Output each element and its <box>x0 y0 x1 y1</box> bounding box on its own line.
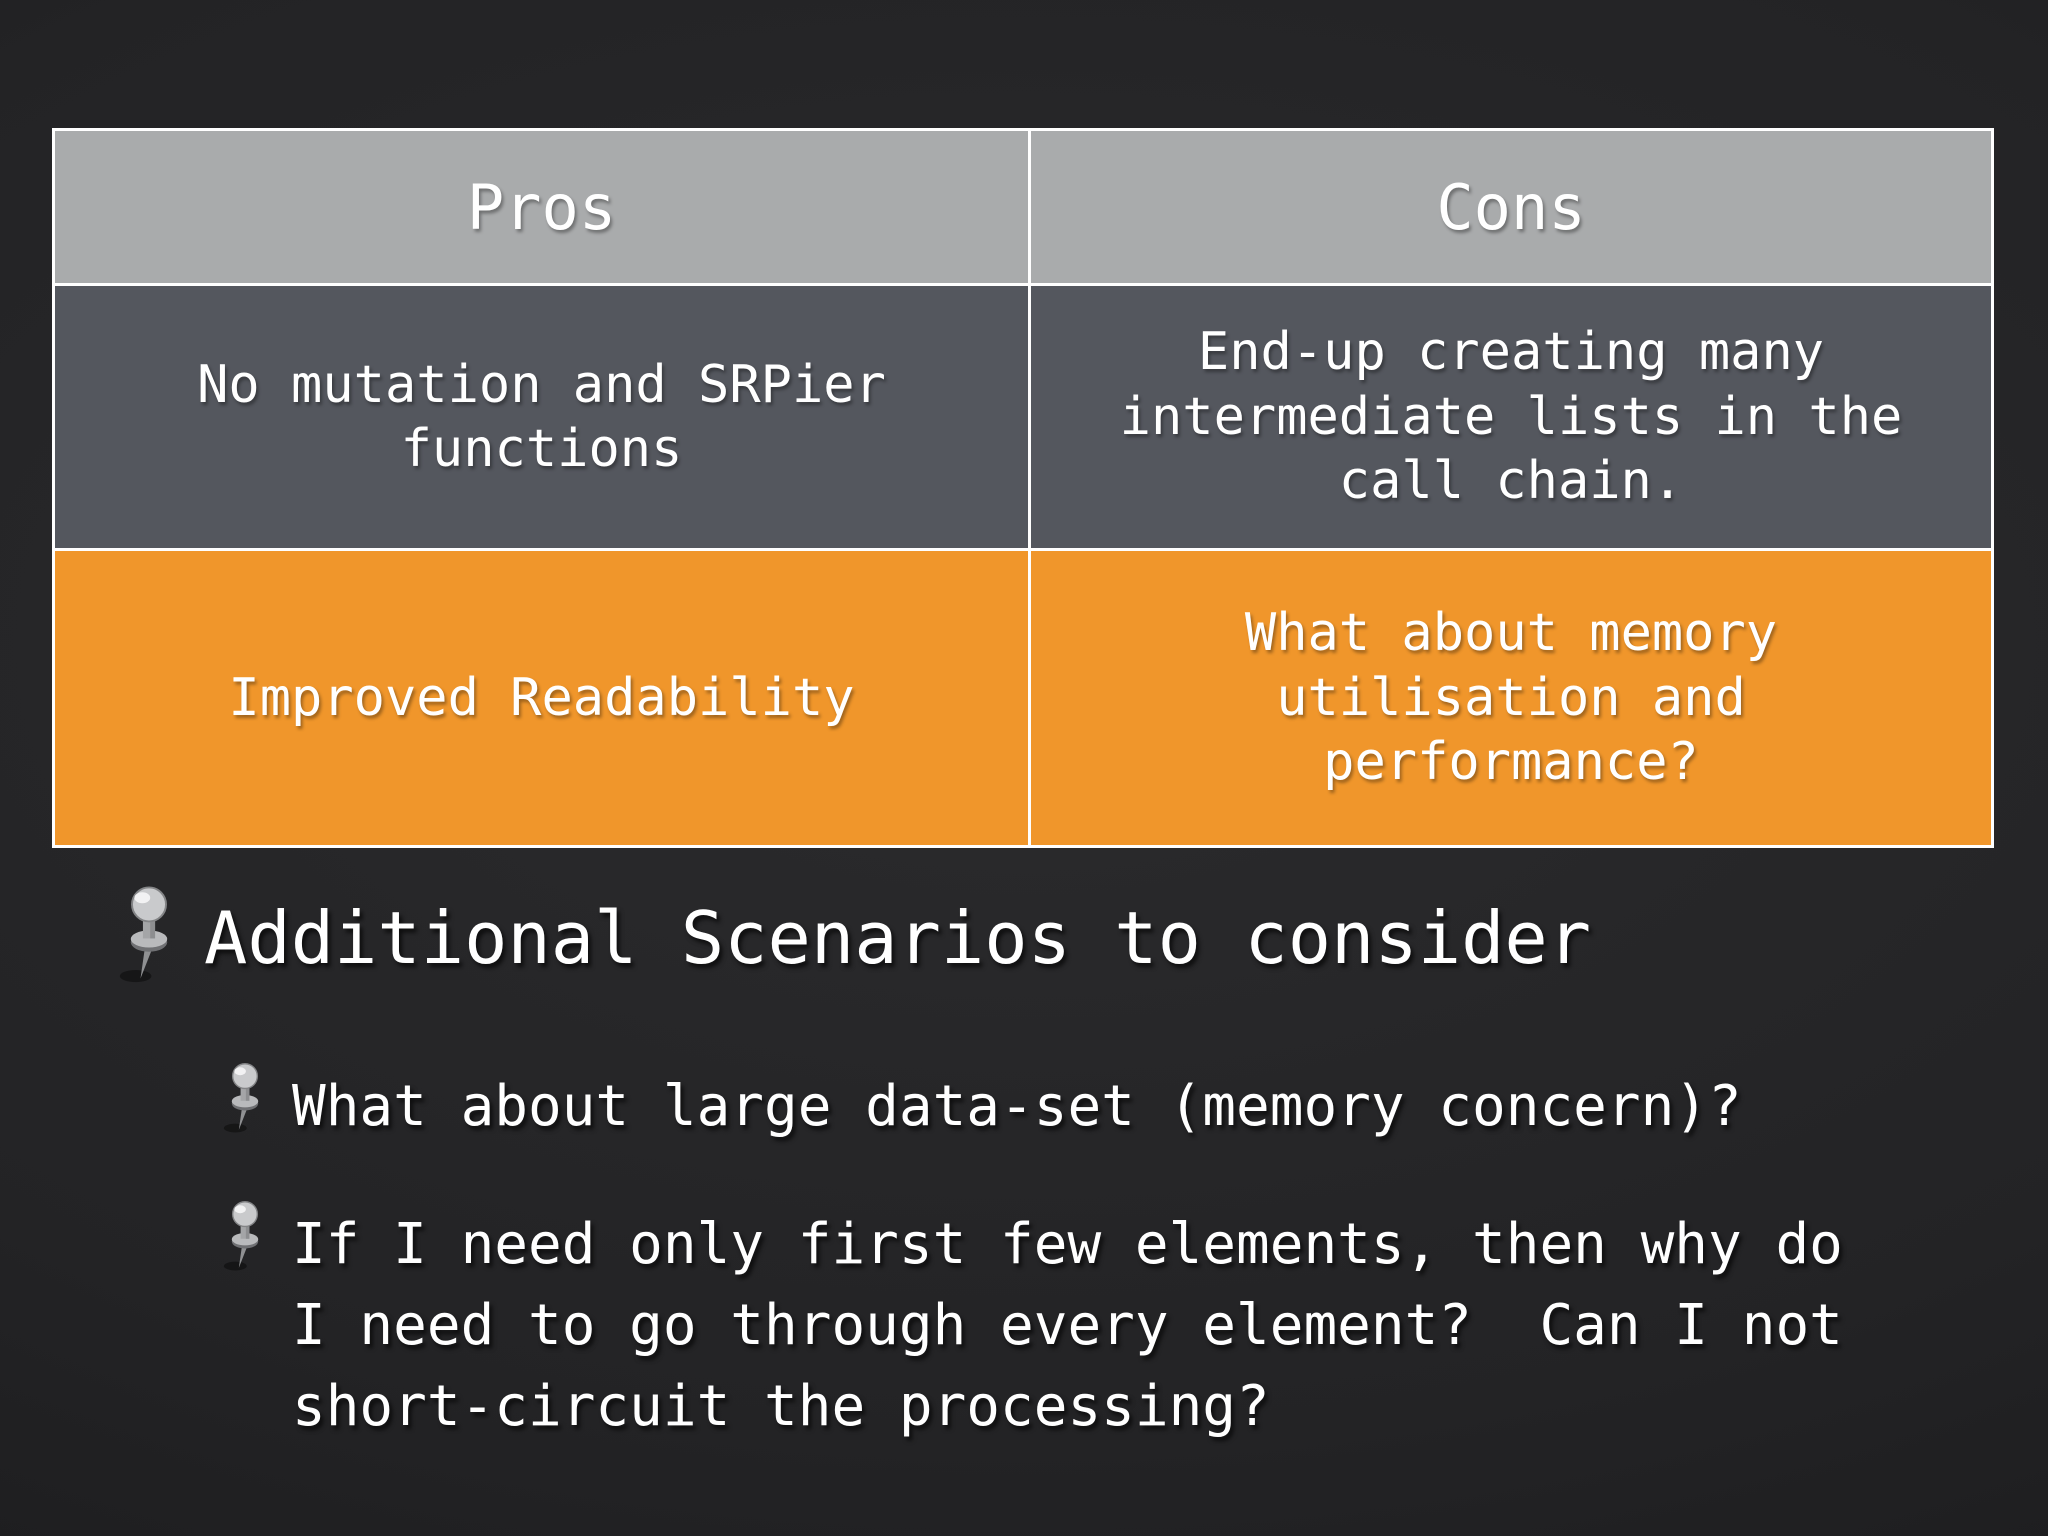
pros-cons-table: Pros Cons No mutation and SRPier functio… <box>52 128 1994 848</box>
table-header-pros-label: Pros <box>466 170 617 244</box>
table-cell-cons-row2-text: What about memory utilisation and perfor… <box>1244 603 1778 793</box>
table-cell-pros-row1: No mutation and SRPier functions <box>55 286 1028 548</box>
table-header-pros: Pros <box>55 131 1028 283</box>
table-header-cons-label: Cons <box>1436 170 1586 244</box>
pushpin-icon <box>119 886 168 983</box>
bullet-heading: Additional Scenarios to consider <box>112 885 1591 987</box>
table-cell-cons-row1: End-up creating many intermediate lists … <box>1031 286 1991 548</box>
bullet-item: If I need only first few elements, then … <box>218 1200 1843 1448</box>
pushpin-icon <box>223 1063 259 1133</box>
table-cell-cons-row2: What about memory utilisation and perfor… <box>1031 551 1991 845</box>
bullet-item-label: If I need only first few elements, then … <box>292 1212 1843 1440</box>
table-cell-pros-row2-text: Improved Readability <box>228 667 855 728</box>
pushpin-icon <box>223 1201 259 1271</box>
bullet-item-label: What about large data-set (memory concer… <box>292 1074 1742 1139</box>
table-cell-pros-row2: Improved Readability <box>55 551 1028 845</box>
table-cell-pros-row1-text: No mutation and SRPier functions <box>197 354 886 479</box>
bullet-heading-label: Additional Scenarios to consider <box>204 896 1592 980</box>
bullet-item: What about large data-set (memory concer… <box>218 1062 1742 1147</box>
table-header-cons: Cons <box>1031 131 1991 283</box>
table-cell-cons-row1-text: End-up creating many intermediate lists … <box>1119 322 1903 512</box>
